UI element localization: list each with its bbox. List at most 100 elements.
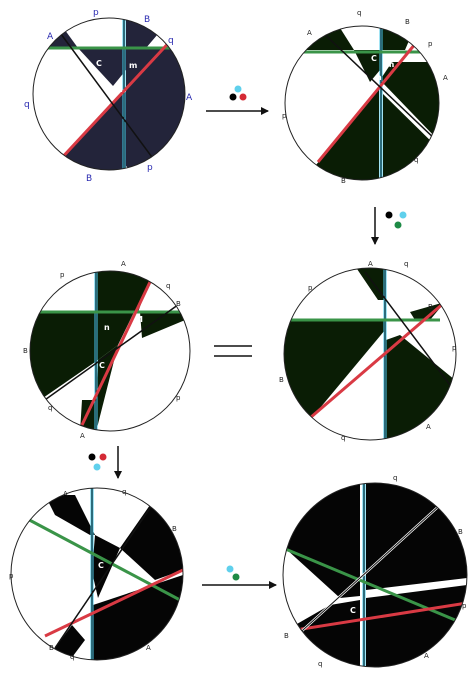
- region-b-left: [284, 320, 385, 420]
- region-top-right: [366, 483, 467, 590]
- arrow-down-right: [371, 207, 407, 245]
- arrow-right-bottom: [202, 565, 277, 589]
- label-p: p: [308, 284, 313, 292]
- arrow-right-top: [206, 85, 269, 115]
- label-q: q: [357, 9, 361, 17]
- region-lower-left: [55, 92, 126, 170]
- label-p: p: [60, 271, 65, 279]
- region-c: [78, 48, 126, 86]
- red-axis: [56, 34, 177, 164]
- region-m: [140, 312, 190, 338]
- region-c: [354, 50, 380, 82]
- label-c: C: [99, 361, 105, 370]
- black-axis: [54, 504, 153, 649]
- label-m: m: [112, 583, 120, 592]
- label-q: q: [168, 36, 174, 46]
- label-p: p: [462, 602, 467, 610]
- label-q: q: [393, 474, 397, 482]
- dot-black: [229, 93, 237, 101]
- label-p: p: [93, 8, 99, 18]
- dot-red: [99, 453, 107, 461]
- label-b: B: [86, 174, 92, 184]
- dot-green: [232, 573, 240, 581]
- region-a-right: [380, 62, 439, 140]
- red-axis: [316, 37, 422, 163]
- label-a: A: [368, 260, 373, 268]
- region-a-top: [355, 268, 385, 300]
- black-axis: [57, 29, 161, 169]
- label-n: n: [117, 85, 123, 94]
- region-a-top: [45, 495, 95, 535]
- red-axis: [44, 568, 183, 638]
- panel-3: p A q B n M C B p q A: [23, 260, 191, 440]
- label-b: B: [176, 300, 181, 308]
- dot-red: [239, 93, 247, 101]
- label-c: C: [371, 54, 377, 63]
- region-b-left: [30, 312, 134, 400]
- dot-cyan: [93, 463, 101, 471]
- panel-6: q B C p B q A: [282, 474, 468, 668]
- arrow-down-left: [88, 446, 122, 479]
- label-b: B: [23, 347, 28, 355]
- label-n: n: [84, 605, 90, 614]
- dot-cyan: [234, 85, 242, 93]
- label-a: A: [186, 93, 193, 103]
- label-b: B: [405, 18, 410, 26]
- label-b: B: [428, 303, 433, 311]
- label-q: q: [318, 660, 322, 668]
- label-a: A: [80, 432, 85, 440]
- region-a-top: [97, 271, 150, 312]
- black-axis: [41, 301, 183, 403]
- label-q: q: [70, 653, 74, 661]
- panel-1: A p B q C m n q A B p: [24, 8, 193, 184]
- label-b: B: [144, 15, 150, 25]
- region-c: [96, 345, 118, 431]
- label-m: M: [135, 315, 143, 324]
- label-a: A: [63, 490, 68, 498]
- label-p: p: [282, 112, 287, 120]
- label-n: n: [376, 73, 382, 82]
- label-b: B: [284, 632, 289, 640]
- label-q: q: [48, 404, 52, 412]
- label-q: q: [414, 156, 418, 164]
- label-a: A: [424, 652, 429, 660]
- label-c: C: [350, 606, 356, 615]
- label-b: B: [279, 376, 284, 384]
- dot-black: [385, 211, 393, 219]
- label-b: B: [458, 528, 463, 536]
- dot-green: [394, 221, 402, 229]
- label-m: m: [129, 61, 137, 70]
- panel-4: A q p B p B q A: [279, 260, 457, 442]
- equals-sign: [214, 345, 252, 357]
- dot-black: [88, 453, 96, 461]
- label-a: A: [426, 423, 431, 431]
- panel-2: A q B p C m n A p q B: [282, 9, 448, 185]
- green-axis: [283, 546, 467, 627]
- label-q: q: [24, 100, 30, 110]
- red-axis: [309, 300, 446, 420]
- label-c: C: [98, 561, 104, 570]
- red-axis: [80, 281, 152, 426]
- label-p: p: [452, 344, 457, 352]
- dot-cyan: [399, 211, 407, 219]
- label-q: q: [404, 260, 408, 268]
- label-a: A: [47, 32, 54, 42]
- red-axis: [283, 601, 467, 634]
- label-n: n: [104, 323, 110, 332]
- label-q: q: [122, 488, 126, 496]
- label-b: B: [49, 644, 54, 652]
- label-b: B: [172, 525, 177, 533]
- black-axis: [364, 271, 451, 386]
- label-a: A: [121, 260, 126, 268]
- label-a: A: [146, 644, 151, 652]
- region-b-right: [410, 302, 445, 320]
- black-axis: [317, 27, 439, 143]
- label-m: m: [386, 60, 394, 69]
- region-a-bottom: [80, 400, 97, 431]
- label-p: p: [9, 572, 14, 580]
- label-p: p: [428, 40, 433, 48]
- label-p: p: [176, 394, 181, 402]
- dot-cyan: [226, 565, 234, 573]
- label-p: p: [147, 163, 153, 173]
- region-b-top: [380, 26, 420, 50]
